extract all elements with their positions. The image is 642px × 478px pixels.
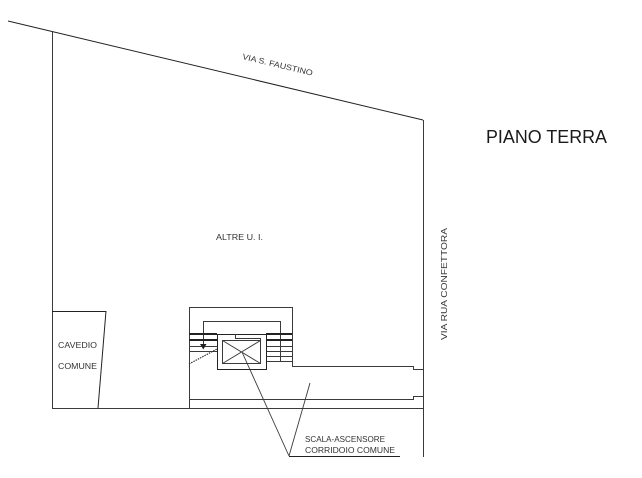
cavedio-right-edge: [97, 310, 107, 409]
leader-line-corridor: [288, 382, 311, 457]
room-label-main: ALTRE U. I.: [216, 233, 263, 242]
street-boundary-line: [7, 20, 424, 121]
elevator-shaft: [217, 334, 267, 370]
floor-title: PIANO TERRA: [486, 127, 607, 147]
cavedio-area: [52, 310, 107, 409]
street-label-north: VIA S. FAUSTINO: [242, 52, 314, 77]
cavedio-label-line1: CAVEDIO: [58, 341, 97, 350]
stair-cut-line: [188, 348, 218, 365]
elevator-cab: [222, 340, 261, 364]
callout-label-line2: CORRIDOIO COMUNE: [305, 446, 395, 455]
callout-label-line1: SCALA-ASCENSORE: [305, 435, 385, 444]
stair-inner-loop: [203, 321, 281, 362]
street-label-east: VIA RUA CONFETTORA: [440, 227, 449, 340]
elevator-cab-cross: [222, 340, 261, 364]
corridor-upper-wall: [292, 366, 423, 370]
cavedio-label-line2: COMUNE: [58, 362, 97, 371]
corridor-lower-wall: [189, 396, 423, 400]
common-corridor: [189, 366, 423, 400]
stair-elevator-core: [188, 307, 293, 408]
leader-line-elevator: [241, 351, 290, 457]
elevator-door-notch: [235, 334, 261, 340]
stair-direction-arrow-icon: [200, 344, 207, 350]
callout-leader: [241, 351, 400, 457]
